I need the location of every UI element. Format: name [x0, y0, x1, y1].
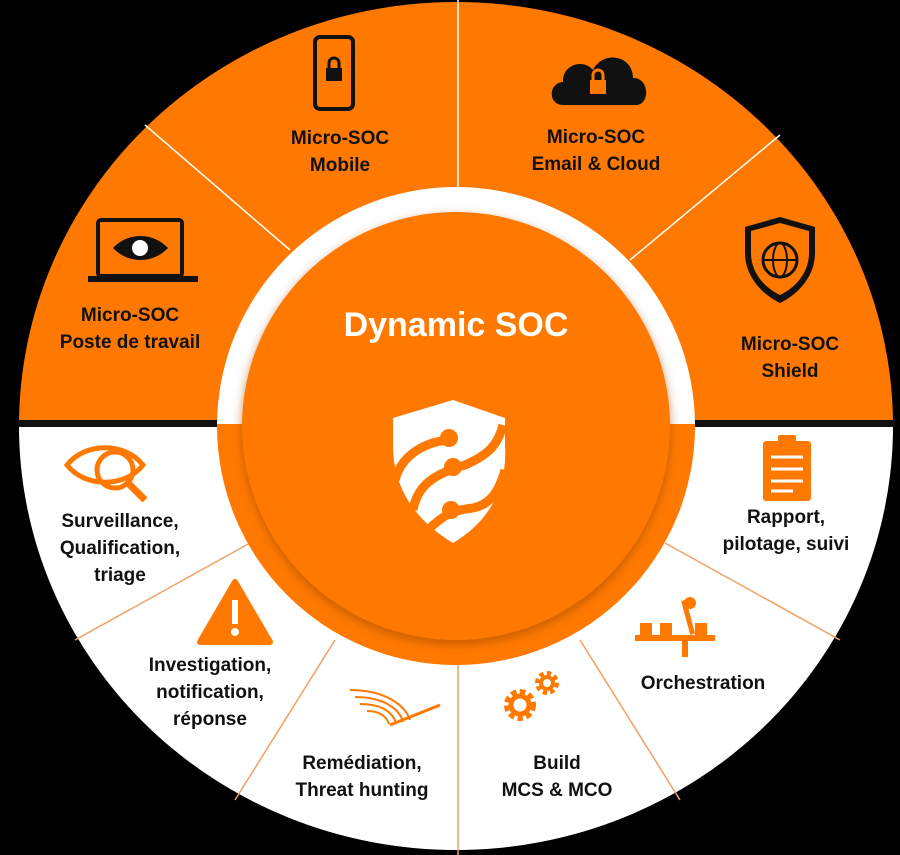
shield-globe-icon — [745, 217, 815, 303]
eye-magnifier-icon — [63, 445, 148, 503]
divider-right — [685, 420, 895, 427]
warning-icon — [197, 579, 273, 645]
mobile-lock-icon — [313, 35, 355, 111]
robot-arm-icon — [635, 597, 715, 657]
center-title: Dynamic SOC — [343, 306, 569, 344]
service-surveillance: Surveillance, Qualification, triage — [60, 508, 180, 589]
offer-email-cloud: Micro-SOC Email & Cloud — [532, 124, 661, 178]
service-investigation: Investigation, notification, réponse — [149, 652, 271, 733]
bottom-dividers — [74, 542, 841, 855]
offer-label: Shield — [761, 361, 819, 382]
service-label: pilotage, suivi — [722, 534, 850, 555]
cloud-lock-icon — [551, 57, 647, 105]
service-label: Orchestration — [640, 673, 766, 694]
service-label: notification, — [156, 682, 264, 703]
offer-label: Poste de travail — [59, 332, 201, 353]
service-label: Remédiation, — [302, 753, 422, 774]
laptop-eye-icon — [88, 218, 198, 282]
service-orchestration: Orchestration — [641, 670, 766, 697]
divider-left — [18, 420, 228, 427]
service-label: Qualification, — [59, 538, 181, 559]
service-build: Build MCS & MCO — [502, 750, 613, 804]
service-label: MCS & MCO — [501, 780, 613, 801]
service-label: Investigation, — [148, 655, 272, 676]
offer-label: Email & Cloud — [531, 154, 661, 175]
offer-shield: Micro-SOC Shield — [741, 331, 839, 385]
service-remediation: Remédiation, Threat hunting — [296, 750, 429, 804]
service-label: triage — [94, 565, 146, 586]
service-rapport: Rapport, pilotage, suivi — [723, 504, 850, 558]
service-label: Rapport, — [746, 507, 826, 528]
offer-label: Micro-SOC — [740, 334, 840, 355]
top-dividers — [144, 0, 781, 261]
offer-label: Micro-SOC — [546, 127, 646, 148]
offer-poste-de-travail: Micro-SOC Poste de travail — [60, 302, 200, 356]
service-label: réponse — [173, 709, 247, 730]
gears-icon — [504, 671, 559, 721]
service-label: Build — [533, 753, 581, 774]
service-label: Surveillance, — [61, 511, 179, 532]
offer-label: Micro-SOC — [80, 305, 180, 326]
service-label: Threat hunting — [295, 780, 429, 801]
offer-label: Micro-SOC — [290, 128, 390, 149]
offer-label: Mobile — [309, 155, 371, 176]
shield-circuit-icon — [390, 400, 510, 543]
radar-icon — [349, 689, 441, 727]
clipboard-icon — [763, 435, 811, 501]
offer-mobile: Micro-SOC Mobile — [291, 125, 389, 179]
